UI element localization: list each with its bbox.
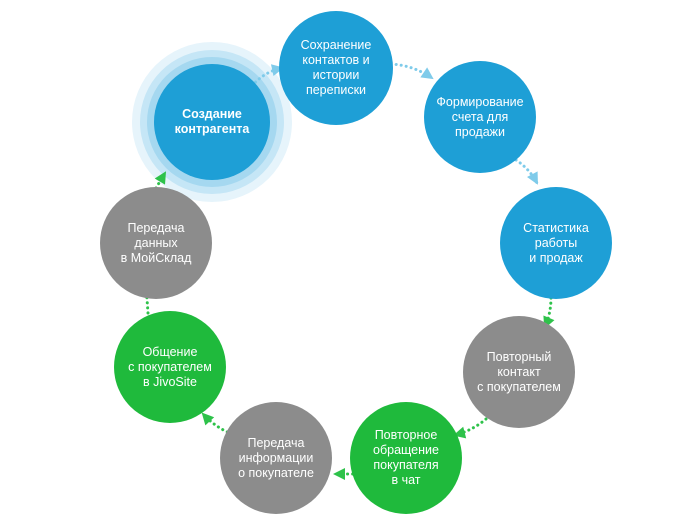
arrow-peredacha-dannyh-to-sozdanie-kontragenta <box>154 171 167 190</box>
node-formirovanie-scheta-circle <box>424 61 536 173</box>
arrow-formirovanie-scheta-to-statistika <box>514 158 539 185</box>
node-obschenie-circle <box>114 311 226 423</box>
node-povtorny-kontakt-circle <box>463 316 575 428</box>
node-sozdanie-kontragenta-circle <box>154 64 270 180</box>
node-povtornoe-obraschenie-circle <box>350 402 462 514</box>
node-statistika-circle <box>500 187 612 299</box>
arrow-povtorny-kontakt-to-povtornoe-obraschenie <box>453 417 488 439</box>
node-peredacha-dannyh-circle <box>100 187 212 299</box>
arrow-peredacha-informatsii-to-obschenie <box>201 412 234 436</box>
arrow-sohranenie-kontaktov-to-formirovanie-scheta <box>389 62 434 80</box>
node-peredacha-informatsii-circle <box>220 402 332 514</box>
node-sohranenie-kontaktov-circle <box>279 11 393 125</box>
arrow-povtornoe-obraschenie-to-peredacha-informatsii <box>333 468 370 480</box>
